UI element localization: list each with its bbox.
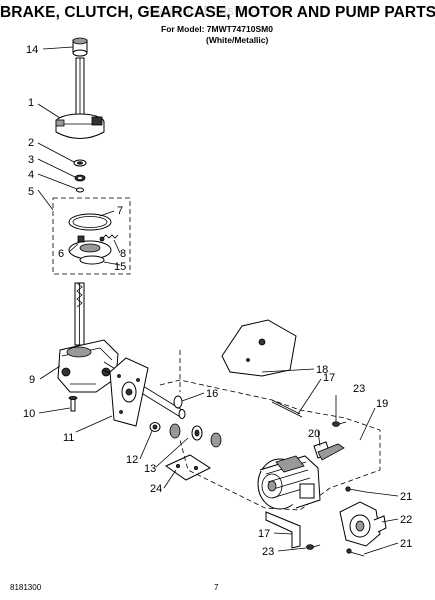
part-24-gasket bbox=[164, 454, 212, 481]
callout-24: 24 bbox=[150, 483, 162, 495]
callout-23-upper: 23 bbox=[353, 383, 365, 395]
callout-10: 10 bbox=[23, 408, 35, 420]
page-title: BRAKE, CLUTCH, GEARCASE, MOTOR AND PUMP … bbox=[0, 4, 435, 21]
part-14-cap bbox=[72, 37, 88, 57]
model-line: For Model: 7MWT74710SM0 bbox=[161, 24, 273, 34]
part-16-coupling bbox=[173, 395, 183, 409]
callout-21-upper: 21 bbox=[400, 491, 412, 503]
part-motor bbox=[257, 455, 321, 510]
part-17-motor-bracket bbox=[265, 511, 301, 549]
callout-20: 20 bbox=[308, 428, 320, 440]
callout-16: 16 bbox=[206, 388, 218, 400]
page-number: 7 bbox=[214, 583, 219, 592]
part-15-clutch-disc bbox=[79, 255, 105, 265]
part-13-coupling-set bbox=[169, 423, 222, 448]
part-7-spring-band bbox=[68, 213, 112, 231]
callout-4: 4 bbox=[28, 169, 34, 181]
callout-5: 5 bbox=[28, 186, 34, 198]
part-3-ring bbox=[74, 174, 86, 182]
callout-9: 9 bbox=[29, 374, 35, 386]
part-21-screw-lower bbox=[346, 548, 365, 557]
part-pump-mount-plate bbox=[109, 357, 149, 427]
callout-6: 6 bbox=[58, 248, 64, 260]
part-mounting-plate bbox=[221, 319, 297, 377]
part-9-gearcase-shaft bbox=[74, 282, 85, 346]
doc-number: 8181300 bbox=[10, 583, 42, 592]
callout-1: 1 bbox=[28, 97, 34, 109]
part-19-motor-group-outline bbox=[159, 379, 381, 511]
callout-3: 3 bbox=[28, 154, 34, 166]
callout-17-upper: 17 bbox=[323, 372, 335, 384]
callout-23-lower: 23 bbox=[262, 546, 274, 558]
leader-lines bbox=[37, 46, 399, 555]
callout-11: 11 bbox=[63, 432, 74, 444]
callout-19: 19 bbox=[376, 398, 388, 410]
part-23-bolt-lower bbox=[306, 544, 321, 550]
callout-18: 18 bbox=[316, 364, 328, 376]
part-22-pump bbox=[339, 501, 387, 547]
callout-7: 7 bbox=[117, 205, 123, 217]
callout-8: 8 bbox=[120, 248, 126, 260]
callout-22: 22 bbox=[400, 514, 412, 526]
part-12-collar bbox=[149, 422, 161, 432]
watermark: AppliancePartsPros.com bbox=[146, 3, 289, 18]
callout-12: 12 bbox=[126, 454, 138, 466]
part-4-clip bbox=[76, 187, 84, 193]
part-10-screw bbox=[68, 395, 78, 412]
callout-13: 13 bbox=[144, 463, 156, 475]
callout-17-lower: 17 bbox=[258, 528, 270, 540]
callout-15: 15 bbox=[114, 261, 126, 273]
callout-21-lower: 21 bbox=[400, 538, 412, 550]
part-5-clutch-group-box bbox=[52, 197, 131, 275]
part-9-gearcase bbox=[57, 339, 119, 393]
part-21-screw-upper bbox=[345, 486, 367, 493]
part-1-brake-shaft bbox=[55, 57, 105, 139]
callout-14: 14 bbox=[26, 44, 38, 56]
part-20-capacitor-bracket bbox=[313, 441, 345, 461]
part-2-washer bbox=[73, 159, 87, 167]
callout-2: 2 bbox=[28, 137, 34, 149]
part-8-spring bbox=[99, 234, 119, 242]
part-18-motor-bracket-rod bbox=[271, 399, 303, 418]
finish-line: (White/Metallic) bbox=[206, 35, 269, 45]
part-6-clutch-hub bbox=[68, 235, 112, 260]
part-23-bolt-upper bbox=[332, 421, 347, 427]
